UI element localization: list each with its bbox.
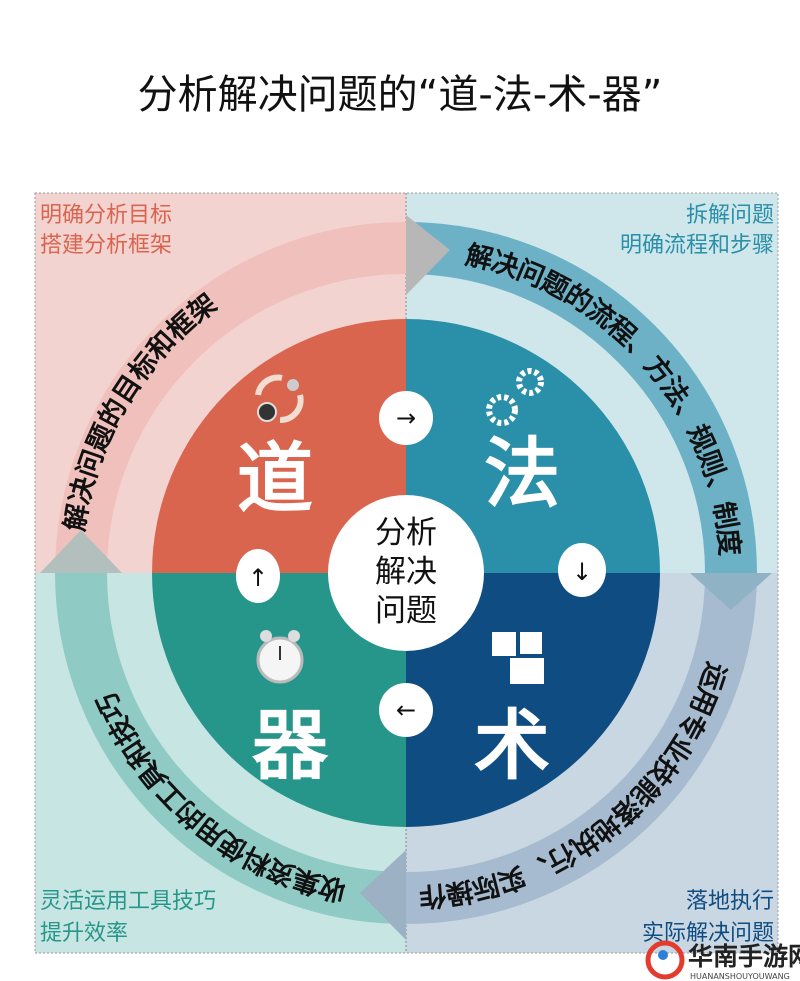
note-fa-1: 拆解问题 — [686, 203, 774, 228]
center-circle — [328, 495, 484, 651]
label-qi: 器 — [252, 701, 329, 790]
page-title: 分析解决问题的“道-法-术-器” — [138, 72, 663, 118]
refresh-cycle-icon — [255, 374, 304, 423]
note-qi-1: 灵活运用工具技巧 — [40, 889, 216, 914]
arrowhead-right-icon — [406, 215, 450, 295]
note-shu-1: 落地执行 — [686, 889, 774, 914]
flow-arrow-up: ↑ — [236, 549, 280, 603]
flow-arrow-right: → — [379, 391, 433, 445]
alarm-clock-icon — [256, 630, 304, 684]
sector-qi — [152, 573, 406, 827]
label-dao: 道 — [237, 434, 313, 523]
svg-text:华南手游网: 华南手游网 — [688, 942, 800, 971]
label-shu: 术 — [474, 701, 550, 790]
arc-band-fa — [405, 222, 757, 574]
svg-text:↑: ↑ — [248, 564, 268, 592]
svg-text:↓: ↓ — [572, 558, 592, 586]
sector-shu — [406, 573, 660, 827]
center-text-1: 分析 — [375, 515, 437, 551]
arrowhead-down-icon — [690, 573, 772, 610]
note-fa-2: 明确流程和步骤 — [620, 233, 774, 258]
svg-text:←: ← — [396, 696, 416, 724]
puzzle-icon — [492, 632, 544, 684]
gears-icon — [486, 368, 544, 426]
label-fa: 法 — [484, 429, 560, 518]
center-text-2: 解决 — [375, 554, 437, 590]
arrowhead-up-icon — [40, 530, 122, 573]
watermark-logo: 华南手游网 HUANANSHOUYOUWANG — [645, 940, 800, 981]
frame — [34, 192, 779, 954]
note-qi-2: 提升效率 — [40, 921, 128, 946]
sector-dao — [152, 319, 406, 573]
note-dao-2: 搭建分析框架 — [40, 233, 172, 258]
svg-text:→: → — [396, 404, 416, 432]
svg-text:HUANANSHOUYOUWANG: HUANANSHOUYOUWANG — [690, 972, 790, 981]
arrowhead-left-icon — [360, 850, 406, 940]
center-text-3: 问题 — [375, 593, 437, 629]
flow-arrow-left: ← — [379, 683, 433, 737]
sector-fa — [406, 319, 660, 573]
note-dao-1: 明确分析目标 — [40, 203, 172, 228]
flow-arrow-down: ↓ — [558, 543, 606, 597]
